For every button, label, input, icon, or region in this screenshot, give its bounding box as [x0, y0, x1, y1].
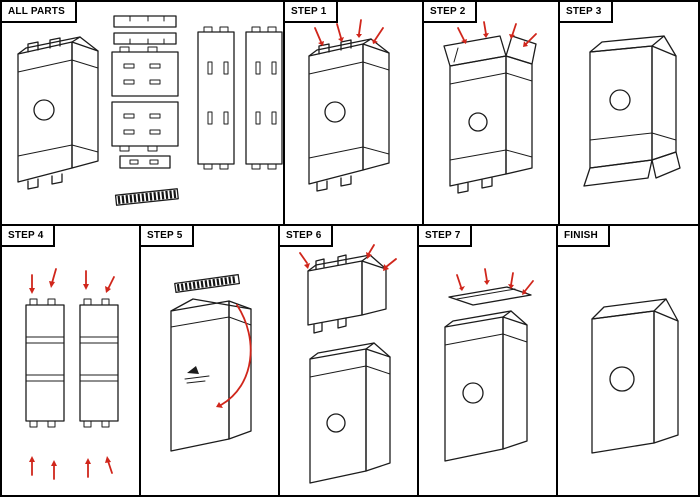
panel-finish: FINISH — [558, 226, 698, 495]
sound-hole — [324, 101, 346, 123]
close-arrows — [456, 268, 534, 295]
box-body — [170, 298, 252, 452]
panel-label: STEP 3 — [560, 2, 614, 23]
step-6-illustration — [299, 244, 397, 484]
panel-step-2: STEP 2 — [424, 2, 560, 226]
sound-hole — [326, 413, 346, 433]
insert-arrows — [299, 244, 397, 271]
all-parts-illustration — [17, 15, 283, 206]
panel-label: STEP 5 — [141, 226, 195, 247]
flat-strips — [113, 15, 177, 45]
box-open-flaps — [443, 35, 537, 194]
open-box — [309, 342, 391, 484]
box-body — [444, 310, 528, 462]
fold-arrows — [457, 21, 537, 47]
panel-label: STEP 4 — [2, 226, 56, 247]
sound-hole — [609, 366, 635, 392]
panel-label: STEP 2 — [424, 2, 478, 23]
panel-label: STEP 6 — [280, 226, 334, 247]
step-3-illustration — [583, 35, 681, 187]
panel-step-5: STEP 5 — [141, 226, 280, 495]
drop-in-arrow — [216, 304, 252, 408]
assembly-arrows — [29, 268, 115, 480]
flat-panels-right — [197, 26, 283, 170]
step-1-illustration — [308, 19, 390, 192]
panel-label: STEP 1 — [285, 2, 339, 23]
row-top: ALL PARTS — [2, 2, 698, 226]
sound-hole — [468, 112, 488, 132]
step-5-illustration — [170, 273, 252, 452]
panel-all-parts: ALL PARTS — [2, 2, 285, 226]
box-sleeve — [17, 36, 99, 190]
insert-arrows — [314, 19, 384, 46]
box-with-base-flaps — [583, 35, 681, 187]
panel-label: ALL PARTS — [2, 2, 77, 23]
panel-label: FINISH — [558, 226, 610, 247]
finished-box — [591, 298, 679, 454]
snare-coil — [114, 188, 179, 206]
sound-hole — [462, 382, 484, 404]
lid-panel — [448, 286, 532, 306]
step-4-illustration — [25, 268, 119, 480]
sound-hole — [609, 89, 631, 111]
inner-frame — [307, 254, 387, 334]
panel-label: STEP 7 — [419, 226, 473, 247]
step-2-illustration — [443, 21, 537, 194]
panel-step-6: STEP 6 — [280, 226, 419, 495]
row-bottom: STEP 4 — [2, 226, 698, 495]
panel-step-7: STEP 7 — [419, 226, 558, 495]
panel-step-4: STEP 4 — [2, 226, 141, 495]
snare-coil — [174, 273, 241, 294]
box-sleeve — [308, 38, 390, 192]
finish-illustration — [591, 298, 679, 454]
frame-panels — [25, 298, 119, 428]
flat-panels-middle — [111, 46, 179, 169]
logo-icon — [184, 366, 210, 384]
panel-step-1: STEP 1 — [285, 2, 424, 226]
panel-step-3: STEP 3 — [560, 2, 698, 226]
step-7-illustration — [444, 268, 534, 462]
sound-hole — [33, 99, 55, 121]
